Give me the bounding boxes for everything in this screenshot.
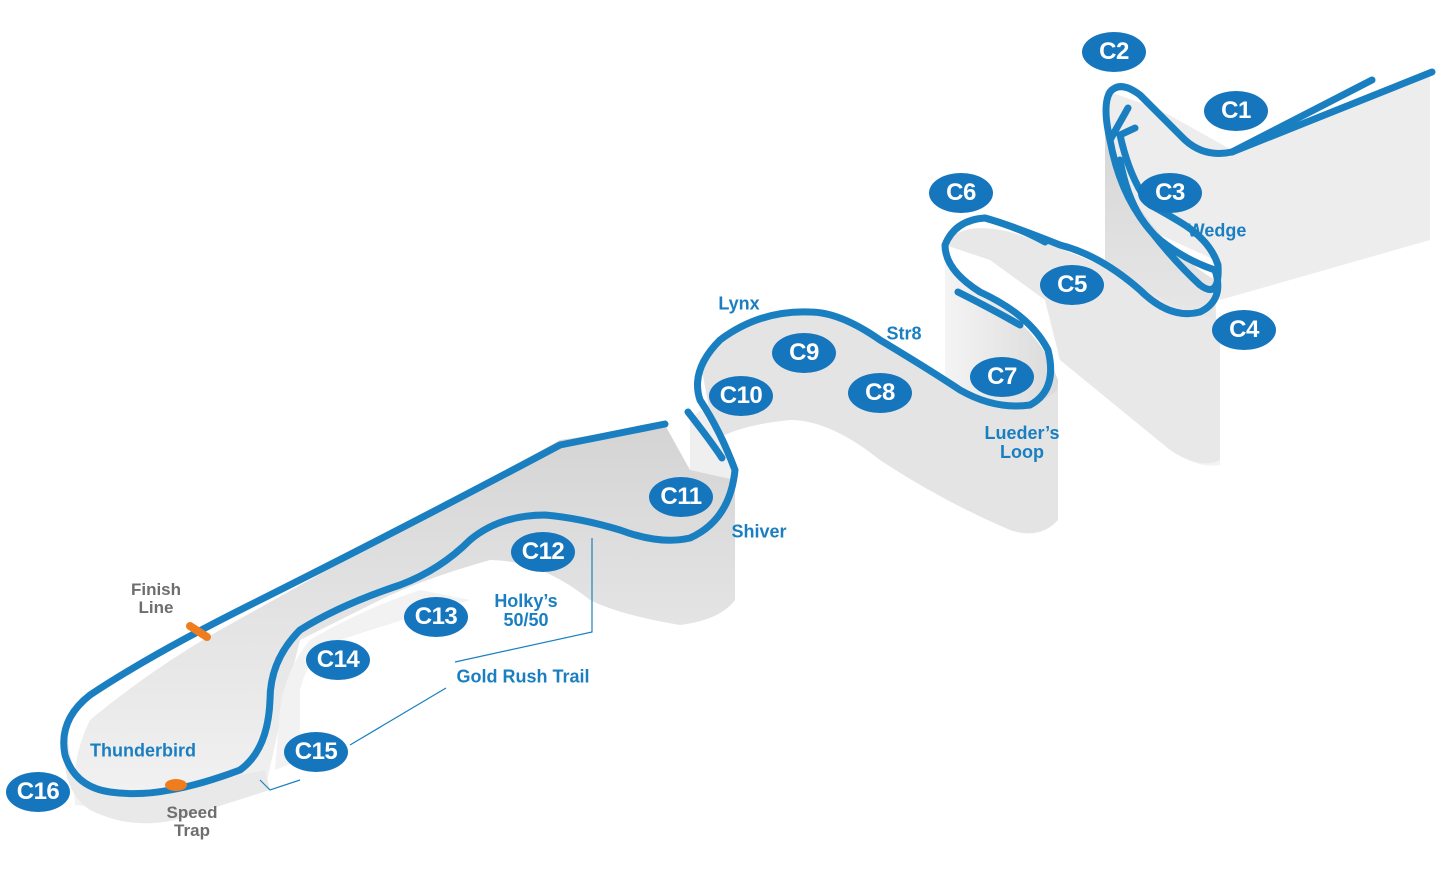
corner-badge-c5: C5	[1040, 265, 1104, 305]
label-lueders-loop: Lueder’s Loop	[984, 424, 1059, 462]
bracket-lower	[349, 687, 447, 746]
label-finish-line2: Line	[138, 598, 174, 617]
corner-badge-c7: C7	[970, 357, 1034, 397]
label-wedge: Wedge	[1187, 220, 1247, 241]
wall-segment-c14	[275, 590, 470, 770]
corner-badge-c4: C4	[1212, 310, 1276, 350]
label-speed-line1: Speed	[166, 803, 218, 822]
label-shiver: Shiver	[731, 521, 787, 542]
track-path-start	[1228, 76, 1376, 156]
corner-badge-c9: C9	[772, 333, 836, 373]
corner-badge-c12: C12	[511, 532, 575, 572]
wall-segment-c12	[74, 425, 735, 815]
corner-badge-c8: C8	[848, 373, 912, 413]
corner-badge-c6: C6	[929, 173, 993, 213]
corner-badge-c10: C10	[709, 376, 773, 416]
finish-line-marker	[186, 622, 211, 641]
track-path-c6-pit	[981, 214, 1049, 246]
speed-trap-marker	[165, 779, 187, 791]
corner-badge-c15: C15	[284, 732, 348, 772]
label-str8: Str8	[886, 323, 922, 344]
wall-segment-c5	[945, 228, 1220, 464]
wall-segment-top	[1105, 72, 1430, 300]
label-holkys: Holky’s 50/50	[494, 592, 557, 630]
label-lueders-line1: Lueder’s	[984, 423, 1060, 443]
markers	[165, 622, 211, 791]
label-speed-trap: Speed Trap	[166, 804, 217, 840]
corner-badge-c11: C11	[649, 477, 713, 517]
bracket-bottom	[259, 779, 301, 791]
track-line	[60, 68, 1436, 798]
label-lueders-line2: Loop	[1000, 442, 1044, 462]
label-lynx: Lynx	[718, 293, 760, 314]
track-path-c11-pit	[684, 408, 726, 462]
label-holkys-line2: 50/50	[503, 610, 549, 630]
track-path-c3	[1106, 104, 1132, 144]
corner-badge-c3: C3	[1138, 173, 1202, 213]
label-finish-line1: Finish	[130, 580, 182, 599]
label-holkys-line1: Holky’s	[494, 591, 558, 611]
bracket-upper	[454, 538, 593, 663]
wall-segment-c16	[64, 740, 271, 824]
corner-badge-c14: C14	[306, 640, 370, 680]
label-gold-rush-trail: Gold Rush Trail	[456, 666, 590, 687]
track-path-c3b	[1116, 124, 1139, 139]
track-path-c7-pit	[954, 288, 1024, 329]
corner-badge-c2: C2	[1082, 32, 1146, 72]
corner-badge-c1: C1	[1204, 91, 1268, 131]
label-thunderbird: Thunderbird	[90, 740, 196, 761]
label-speed-line2: Trap	[174, 821, 210, 840]
label-finish-line: Finish Line	[131, 581, 181, 617]
corner-badge-c16: C16	[6, 772, 70, 812]
corner-badge-c13: C13	[404, 597, 468, 637]
gold-rush-bracket	[259, 538, 593, 791]
